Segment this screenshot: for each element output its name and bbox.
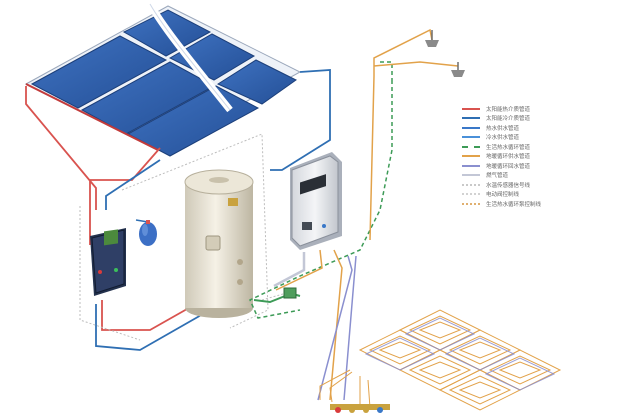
legend-item: 生活热水循环泵控制线 xyxy=(462,199,622,208)
circulation-pipe xyxy=(249,61,393,319)
legend-swatch xyxy=(462,117,480,119)
solar-supply-pipe xyxy=(25,86,211,331)
legend-item: 燃气管道 xyxy=(462,171,622,180)
legend-item: 热水供水管道 xyxy=(462,123,622,132)
expansion-vessel xyxy=(135,219,157,246)
legend-swatch xyxy=(462,164,480,167)
legend-label: 冷水供水管道 xyxy=(486,135,520,141)
solar-return-pipe xyxy=(95,69,331,351)
legend-label: 太阳能冷介质管道 xyxy=(486,116,531,122)
legend-swatch xyxy=(462,145,480,148)
legend-item: 太阳能冷介质管道 xyxy=(462,114,622,123)
gas-pipe xyxy=(273,252,306,288)
legend-item: 冷水供水管道 xyxy=(462,133,622,142)
floor-heating-coil xyxy=(364,317,556,391)
legend-label: 生活热水循环管道 xyxy=(486,144,531,151)
legend-swatch xyxy=(462,107,480,110)
legend-item: 地暖循环供水管道 xyxy=(462,152,622,161)
solar-panel xyxy=(216,59,297,105)
legend-label: 水温传感器信号线 xyxy=(486,182,531,189)
circulation-pump xyxy=(283,287,297,299)
legend-swatch xyxy=(462,126,480,129)
legend-label: 太阳能热介质管道 xyxy=(486,106,531,113)
legend-swatch xyxy=(462,193,480,195)
floor-heating-return-pipe xyxy=(317,255,357,401)
shower-head-icon xyxy=(451,62,465,77)
legend-label: 燃气管道 xyxy=(486,173,509,179)
wall-hung-gas-boiler xyxy=(290,152,342,250)
legend-swatch xyxy=(462,155,480,157)
legend-label: 电动阀控制线 xyxy=(486,192,520,198)
legend-swatch xyxy=(462,202,480,205)
legend-swatch xyxy=(462,183,480,186)
manifold-valves xyxy=(330,404,390,413)
legend-swatch xyxy=(462,174,480,176)
floor-heating-supply-pipe xyxy=(275,249,343,401)
legend-label: 生活热水循环泵控制线 xyxy=(486,201,542,208)
solar-panel xyxy=(30,35,168,109)
legend-label: 地暖循环供水管道 xyxy=(486,154,531,160)
legend: 太阳能热介质管道太阳能冷介质管道热水供水管道冷水供水管道生活热水循环管道地暖循环… xyxy=(462,104,622,209)
shower-head-icon xyxy=(425,30,439,47)
legend-label: 地暖循环回水管道 xyxy=(486,163,531,170)
legend-item: 太阳能热介质管道 xyxy=(462,104,622,113)
legend-swatch xyxy=(462,136,480,138)
solar-controller xyxy=(90,228,126,296)
legend-item: 地暖循环回水管道 xyxy=(462,161,622,170)
solar-collector-array xyxy=(24,2,302,157)
legend-label: 热水供水管道 xyxy=(486,125,520,132)
hot-water-supply-pipe xyxy=(369,28,459,241)
hot-water-storage-tank xyxy=(184,169,254,318)
legend-item: 水温传感器信号线 xyxy=(462,180,622,189)
legend-item: 生活热水循环管道 xyxy=(462,142,622,151)
legend-item: 电动阀控制线 xyxy=(462,190,622,199)
